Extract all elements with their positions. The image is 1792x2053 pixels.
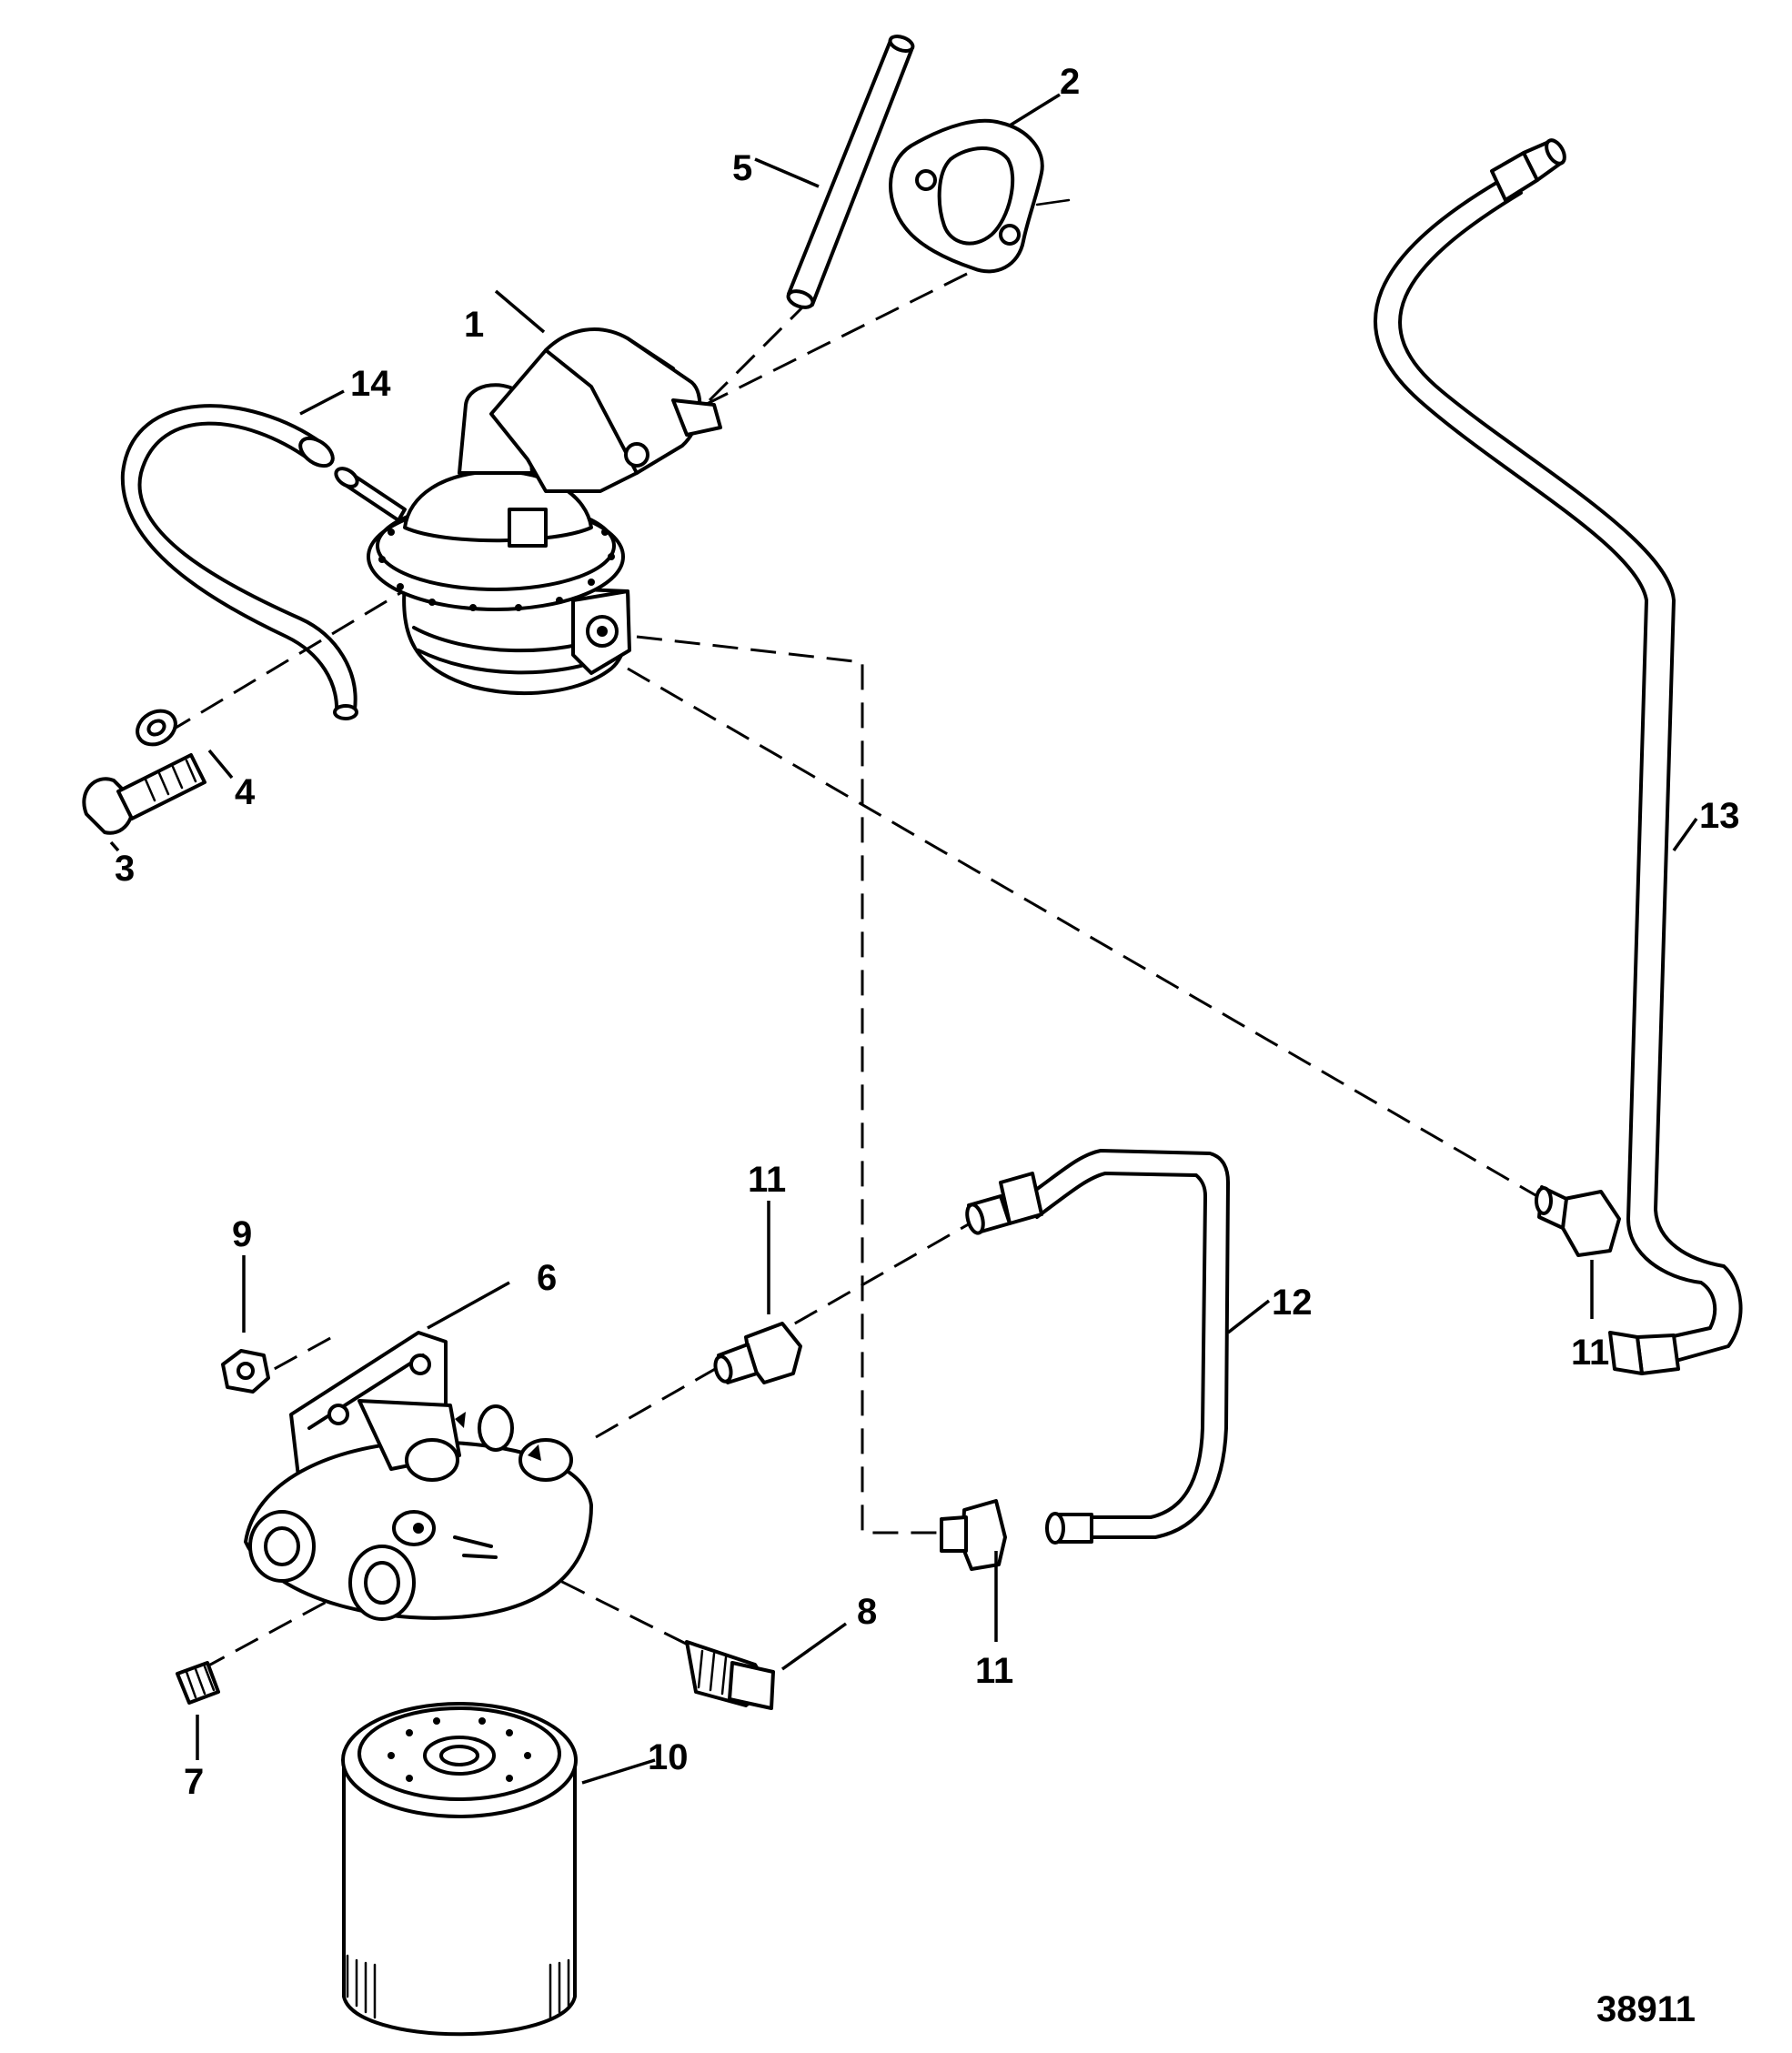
assembly-line-filter-fitting [595,1217,979,1439]
callout-11-filter: 11 [748,1160,786,1200]
callout-2: 2 [1060,62,1080,102]
figure-number: 38911 [1596,1989,1696,2029]
callout-3: 3 [115,849,135,889]
fuel-hose [120,404,358,720]
fuel-filter-base [244,1331,593,1621]
mechanical-fuel-pump [334,327,722,696]
pump-gasket [889,118,1071,274]
vent-tube [786,35,915,309]
callout-13: 13 [1699,796,1740,836]
callout-6: 6 [537,1258,557,1298]
callout-9: 9 [232,1214,252,1254]
leader-lines [109,93,1698,1785]
callout-7: 7 [184,1762,204,1802]
callout-11-pump-inlet: 11 [975,1651,1013,1691]
assembly-line-gasket [704,257,997,407]
assembly-line-outlet-fitting [627,667,1543,1201]
assembly-line-inlet-fitting [636,635,946,1535]
hex-nut [221,1349,270,1394]
fuel-filter-canister [341,1702,578,2037]
callout-10: 10 [648,1737,689,1777]
callout-14: 14 [350,364,391,404]
lock-washer [136,709,177,747]
callout-4: 4 [235,772,256,812]
assembly-line-vent-tube [708,303,807,402]
pump-bolt [82,753,206,835]
callout-8: 8 [857,1592,877,1632]
callout-5: 5 [732,148,752,188]
pipe-plug [176,1661,220,1705]
callout-11-pump-outlet: 11 [1571,1333,1609,1373]
callout-1: 1 [464,305,484,345]
callout-12: 12 [1272,1283,1313,1323]
fuel-line-filter-to-pump [965,1149,1230,1545]
assembly-line-mount-bolt [527,1563,701,1653]
fuel-line-pump-to-filter [1373,138,1743,1375]
assembly-line-plug [201,1595,337,1671]
filter-mount-bolt [685,1640,775,1710]
fitting-pump-outlet [1535,1185,1621,1257]
callout-labels: 1 2 3 4 5 6 7 8 9 10 11 11 11 12 13 14 [115,62,1740,1802]
fitting-filter [713,1322,802,1384]
